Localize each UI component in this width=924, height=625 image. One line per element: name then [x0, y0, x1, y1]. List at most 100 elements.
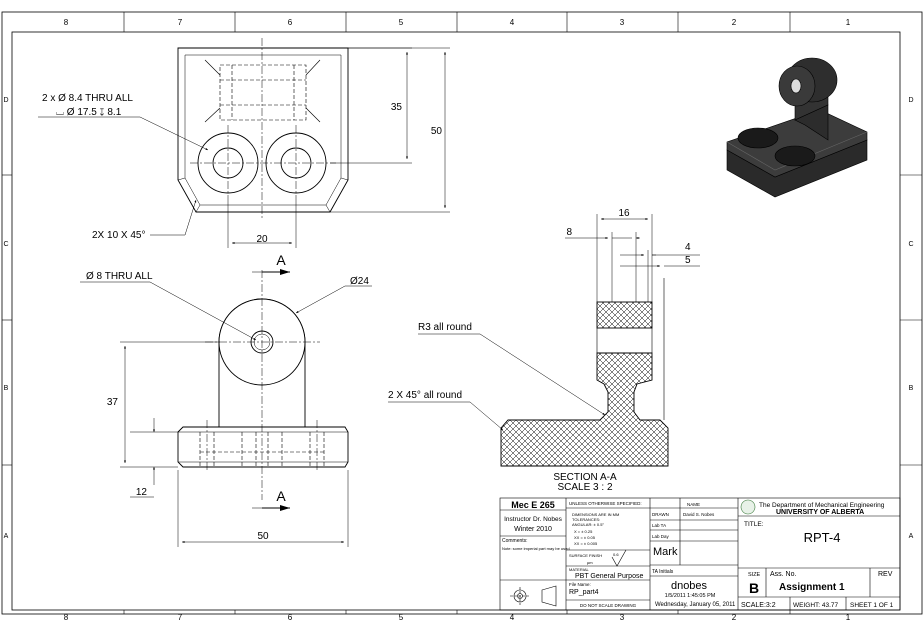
size-label: SIZE [748, 572, 761, 578]
comments-label: Comments: [502, 538, 528, 544]
zone-bottom-6: 6 [288, 613, 293, 622]
dim-37: 37 [107, 397, 119, 408]
dim-12: 12 [136, 487, 148, 498]
zone-top-3: 3 [620, 18, 625, 27]
material: PBT General Purpose [575, 573, 643, 580]
zone-right-B: B [909, 385, 914, 392]
title-block-text: Mec E 265 Instructor Dr. Nobes Winter 20… [502, 500, 894, 609]
hole-note-front: Ø 8 THRU ALL [86, 271, 153, 282]
section-letter-bottom: A [276, 488, 286, 504]
weight: WEIGHT: 43.77 [793, 602, 839, 609]
chamfer-note-top: 2X 10 X 45° [92, 230, 145, 241]
zone-bottom-3: 3 [620, 613, 625, 622]
title-label: TITLE: [744, 521, 764, 528]
top-view-dimensions [38, 47, 450, 248]
top-view [177, 38, 349, 220]
zone-right-D: D [908, 97, 913, 104]
isometric-view [726, 57, 868, 198]
drawn-label: DRAWN [652, 512, 669, 517]
section-view [500, 278, 669, 467]
term: Winter 2010 [514, 526, 552, 533]
rev-label: REV [878, 571, 893, 578]
labday-label: Lab Day [652, 534, 670, 539]
comments-note: Note: some imperial part may be used [502, 546, 570, 551]
zone-top-4: 4 [510, 18, 515, 27]
unless: UNLESS OTHERWISE SPECIFIED: [569, 501, 642, 506]
front-view-dimensions [80, 281, 372, 547]
zone-bottom-4: 4 [510, 613, 515, 622]
section-body [500, 352, 669, 467]
zone-bottom-1: 1 [846, 613, 851, 622]
top-view-inner-edge [184, 54, 342, 206]
assno-value: Assignment 1 [779, 582, 845, 593]
zone-top-5: 5 [399, 18, 404, 27]
dia-24: Ø24 [350, 276, 369, 287]
zone-left-D: D [3, 97, 8, 104]
date-short: 1/5/2011 1:45:05 PM [665, 593, 716, 599]
section-letter-top: A [276, 252, 286, 268]
zone-labels: 8 7 6 5 4 3 2 1 8 7 6 5 4 3 2 1 D C B A … [3, 18, 913, 622]
top-view-centerlines [190, 38, 336, 220]
iso-hole-left [737, 127, 779, 149]
dim-4: 4 [685, 242, 691, 253]
surface-unit: µm [587, 560, 593, 565]
top-view-labels: 35 50 20 2 x Ø 8.4 THRU ALL ⌴ Ø 17.5 ↧ 8… [42, 93, 442, 245]
dept-line1: The Department of Mechanical Engineering [759, 502, 885, 509]
dim-35: 35 [391, 102, 403, 113]
university-logo [740, 499, 756, 515]
zone-left-C: C [3, 241, 8, 248]
chamfer-note-section: 2 X 45° all round [388, 390, 462, 401]
zone-top-7: 7 [178, 18, 183, 27]
top-view-outline [177, 47, 349, 213]
zone-bottom-7: 7 [178, 613, 183, 622]
tol-5: XX = ± 0.05 [574, 535, 596, 540]
drawn-name: David S. Nobes [683, 512, 715, 517]
zone-bottom-2: 2 [732, 613, 737, 622]
tol-6: XX = ± 0.005 [574, 541, 598, 546]
zone-bottom-5: 5 [399, 613, 404, 622]
title-block [499, 497, 901, 611]
zone-left-B: B [4, 385, 9, 392]
sheet-number: SHEET 1 OF 1 [850, 602, 894, 609]
iso-hole-right [774, 145, 816, 167]
top-view-boss-hidden [219, 64, 307, 121]
instructor: Instructor Dr. Nobes [504, 516, 563, 523]
filename-label: File Name: [569, 582, 591, 587]
dim-50-top: 50 [431, 126, 443, 137]
section-title: SECTION A-A [553, 472, 617, 483]
surface-value: 0.6 [613, 552, 619, 557]
section-labels: 16 8 4 5 R3 all round 2 X 45° all round … [388, 208, 691, 493]
dim-16: 16 [618, 208, 630, 219]
front-view-base [177, 426, 349, 468]
dept-line2: UNIVERSITY OF ALBERTA [776, 509, 864, 516]
ta-initials-label: TA Initials [652, 569, 674, 575]
tol-4: X = ± 0.25 [574, 529, 593, 534]
sheet-border [1, 11, 923, 615]
section-scale: SCALE 3 : 2 [557, 482, 612, 493]
scale: SCALE:3:2 [741, 602, 776, 609]
front-view-labels: Ø 8 THRU ALL Ø24 37 12 50 A A [86, 252, 369, 542]
name-header: NAME [687, 502, 700, 507]
date-long: Wednesday, January 05, 2011 [655, 602, 736, 608]
hole-callout-line2: ⌴ Ø 17.5 ↧ 8.1 [56, 107, 122, 118]
round-note: R3 all round [418, 322, 472, 333]
no-scale: DO NOT SCALE DRAWING [580, 603, 637, 608]
dim-8: 8 [566, 227, 572, 238]
surface-label: SURFACE FINISH [569, 553, 602, 558]
front-view-centerlines [205, 270, 320, 500]
zone-top-6: 6 [288, 18, 293, 27]
section-boss-upper [596, 301, 653, 329]
zone-top-1: 1 [846, 18, 851, 27]
zone-right-C: C [908, 241, 913, 248]
front-view [177, 269, 349, 511]
size-value: B [749, 580, 759, 596]
drawing-title: RPT-4 [804, 530, 841, 545]
zone-right-A: A [909, 533, 914, 540]
dim-20: 20 [256, 234, 268, 245]
section-dimensions [388, 214, 700, 431]
dim-5: 5 [685, 255, 691, 266]
zone-left-A: A [4, 533, 9, 540]
labta-label: Lab TA [652, 523, 666, 528]
iso-bore [790, 78, 802, 94]
